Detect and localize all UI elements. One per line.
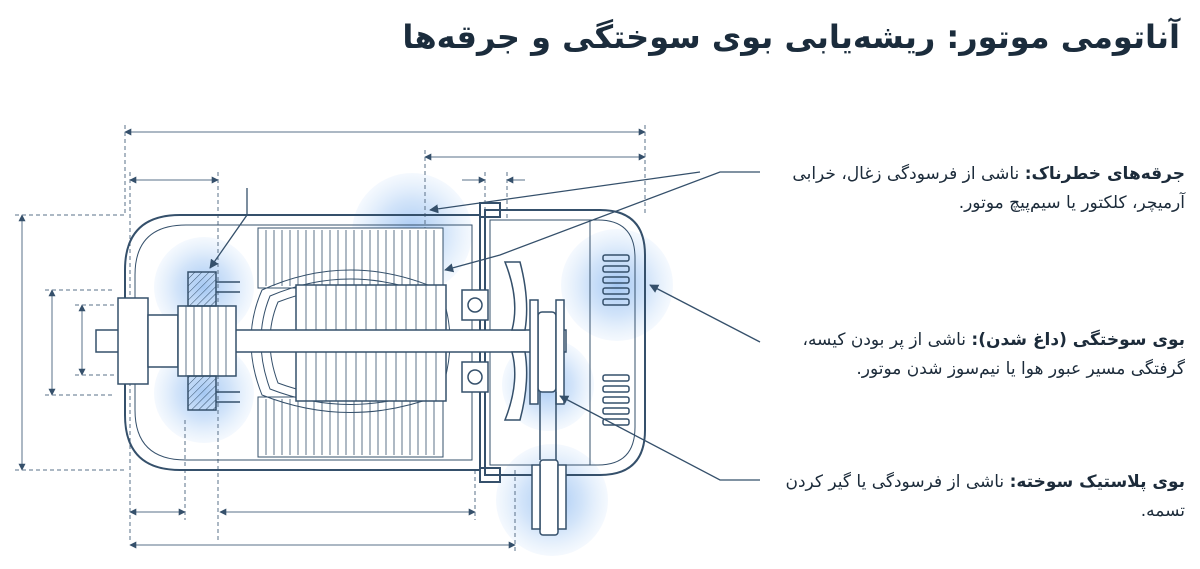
leader-lines [209, 171, 761, 481]
callout-sparks-heading: جرقه‌های خطرناک: [1024, 164, 1185, 184]
callout-burning-smell-heading: بوی سوختگی (داغ شدن): [971, 330, 1185, 350]
bearing-and-fan [461, 261, 528, 421]
callout-burning-smell-body: ناشی از پر بودن کیسه، گرفتگی مسیر عبور ه… [802, 330, 1185, 379]
callout-plastic-smell-body: ناشی از فرسودگی یا گیر کردن تسمه. [785, 472, 1185, 521]
pulley-and-belt [529, 299, 567, 536]
callout-plastic-smell: بوی پلاستیک سوخته: ناشی از فرسودگی یا گی… [760, 468, 1185, 526]
carbon-brushes [187, 271, 240, 411]
motor-housing [124, 202, 646, 483]
callout-plastic-smell-heading: بوی پلاستیک سوخته: [1009, 472, 1185, 492]
hotspot-air-vent [561, 229, 673, 341]
commutator [177, 305, 237, 377]
callout-sparks-body: ناشی از فرسودگی زغال، خرابی آرمیچر، کلکت… [792, 164, 1185, 213]
air-vents [602, 254, 630, 426]
callout-burning-smell: بوی سوختگی (داغ شدن): ناشی از پر بودن کی… [760, 326, 1185, 384]
callout-sparks: جرقه‌های خطرناک: ناشی از فرسودگی زغال، خ… [760, 160, 1185, 218]
page-title: آناتومی موتور: ریشه‌یابی بوی سوختگی و جر… [402, 18, 1180, 56]
